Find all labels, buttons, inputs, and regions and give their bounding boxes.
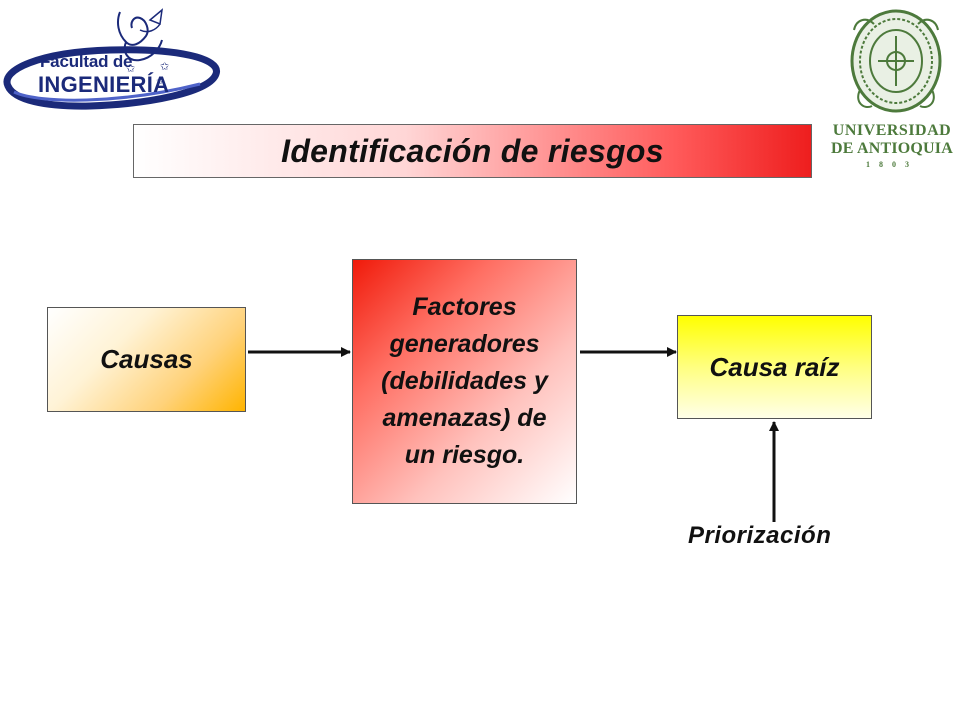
title-banner: Identificación de riesgos [133, 124, 812, 178]
node-factores-line: (debilidades y [381, 367, 548, 395]
faculty-logo-graphic: ✩ ✩ ✩ [3, 8, 220, 110]
node-factores-text: Factores generadores (debilidades y amen… [381, 289, 548, 474]
faculty-logo-line2: INGENIERÍA [38, 72, 170, 97]
svg-text:✩: ✩ [156, 77, 164, 87]
university-logo: UNIVERSIDAD DE ANTIOQUIA 1803 [830, 0, 960, 180]
priorizacion-label: Priorización [688, 522, 832, 549]
node-causas: Causas [47, 307, 246, 412]
node-factores-generadores: Factores generadores (debilidades y amen… [352, 259, 577, 504]
university-name-line1: UNIVERSIDAD [832, 122, 952, 139]
svg-text:✩: ✩ [126, 62, 135, 75]
faculty-logo: ✩ ✩ ✩ Facultad de INGENIERÍA [0, 0, 225, 120]
node-causas-label: Causas [100, 344, 193, 374]
node-factores-line: amenazas) de [382, 404, 547, 432]
university-name-line2: DE ANTIOQUIA [831, 140, 953, 157]
node-causa-raiz: Causa raíz [677, 315, 872, 419]
faculty-logo-line1: Facultad de [40, 52, 133, 71]
svg-text:✩: ✩ [160, 60, 169, 73]
node-factores-line: generadores [389, 330, 540, 358]
node-causa-raiz-label: Causa raíz [709, 351, 840, 382]
university-seal-icon [850, 9, 942, 113]
slide-title: Identificación de riesgos [281, 132, 664, 169]
node-factores-line: un riesgo. [404, 441, 525, 469]
node-factores-line: Factores [412, 293, 517, 321]
university-founding-year: 1803 [866, 160, 918, 169]
